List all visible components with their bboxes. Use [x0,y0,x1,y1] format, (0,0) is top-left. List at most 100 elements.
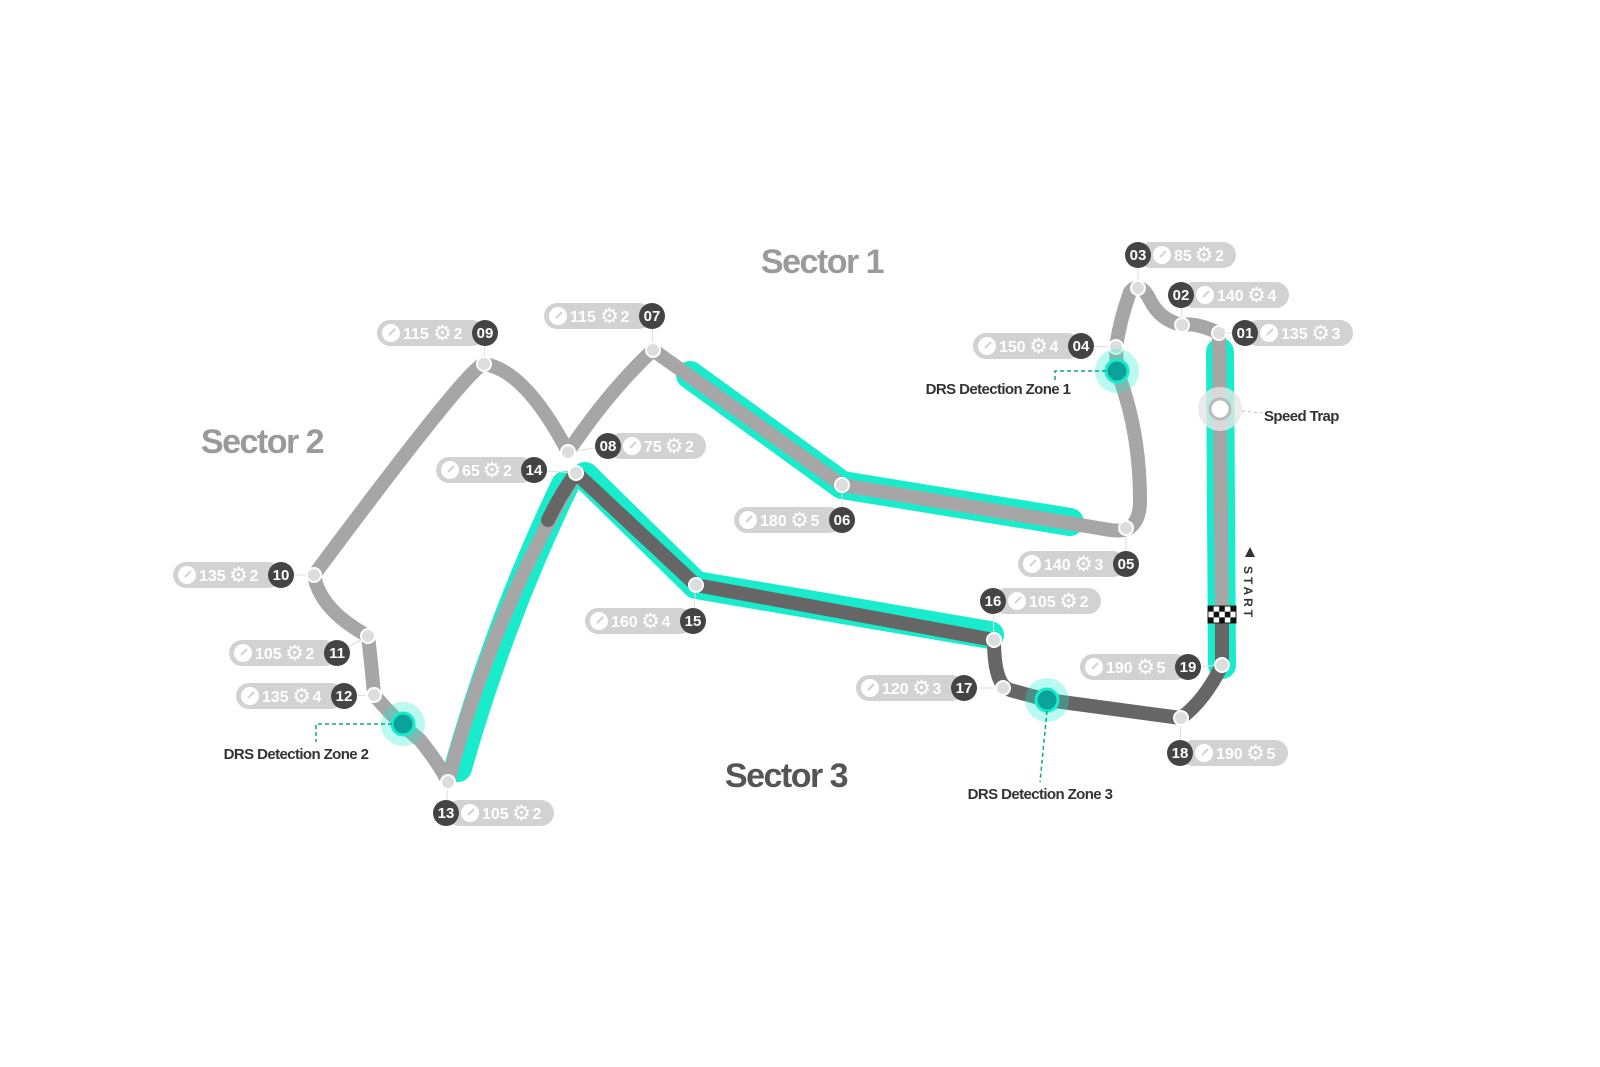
turn-number: 10 [273,567,290,584]
turn-info-pill [377,320,485,346]
track-layer [307,280,1229,789]
turn-number: 12 [336,688,353,705]
gear-icon: ⚙ [1247,283,1266,307]
turn-number: 16 [985,593,1002,610]
turn-apex-marker [834,477,850,493]
turn-number: 05 [1118,556,1135,573]
turn-gear: 2 [685,439,694,456]
turn-13: 105⚙213 [433,774,554,826]
drs-detection-points [315,349,1139,783]
speedometer-needle [1029,559,1037,567]
turn-18: 190⚙518 [1167,710,1288,766]
gear-icon: ⚙ [665,434,684,458]
turn-speed: 65 [462,463,480,480]
turn-speed: 150 [999,339,1026,356]
turn-info-pill [436,457,534,483]
turn-speed: 135 [262,689,289,706]
turn-number-badge [680,608,706,634]
sector-2-label: Sector 2 [201,423,324,461]
turn-gear: 2 [1080,594,1089,611]
turn-apex-marker [1174,317,1190,333]
turn-apex-marker [366,687,382,703]
gear-icon: ⚙ [512,801,531,825]
drs-detection-point-3-core [1034,687,1060,713]
drs-leader-2 [315,723,392,742]
gear-icon: ⚙ [1136,655,1155,679]
turn-speed: 85 [1174,248,1192,265]
turn-number-badge [324,640,350,666]
turn-number: 18 [1172,745,1189,762]
speedometer-needle [1091,662,1099,670]
turn-number: 08 [600,438,617,455]
turn-speed: 160 [611,614,638,631]
turn-speed: 135 [1281,326,1308,343]
turn-speed: 115 [570,309,596,326]
gear-icon: ⚙ [641,609,660,633]
turn-apex-marker [360,628,376,644]
gear-icon: ⚙ [285,641,304,665]
turn-gear: 2 [250,568,259,585]
turn-number-badge [829,507,855,533]
turn-16: 105⚙216 [980,588,1101,648]
turn-info-pill [1080,654,1188,680]
turn-speed: 140 [1217,288,1244,305]
turn-number-badge [639,303,665,329]
turn-gear: 4 [662,614,671,631]
turn-number-badge [1113,551,1139,577]
turn-15: 160⚙4 15 [585,577,706,634]
turn-number-badge [980,588,1006,614]
turn-gear: 2 [621,309,630,326]
gear-icon: ⚙ [1311,321,1330,345]
turn-number-badge [951,675,977,701]
turn-number-badge [433,800,459,826]
turn-number: 14 [526,462,543,479]
start-arrow-icon [1245,547,1255,557]
turn-speed: 135 [199,568,226,585]
drs-leader-3 [1039,710,1048,783]
turn-number-badge [1068,333,1094,359]
gear-icon: ⚙ [790,508,809,532]
turn-02: 140⚙402 [1168,282,1289,333]
turn-info-pill [585,608,693,634]
turn-number: 15 [685,613,702,630]
turn-number-badge [472,320,498,346]
turn-number-badge [595,433,621,459]
checkered-flag-icon [1207,605,1237,624]
turn-speed: 105 [255,646,282,663]
turn-gear: 4 [1050,339,1059,356]
speedometer-needle [867,683,875,691]
turn-gear: 2 [533,806,542,823]
turn-info-pill [1018,551,1126,577]
turn-apex-marker [995,680,1011,696]
turn-number: 06 [834,512,851,529]
turn-number: 07 [644,308,661,325]
turn-gear: 2 [306,646,315,663]
gear-icon: ⚙ [1195,243,1214,267]
speedometer-needle [745,515,753,523]
speed-trap: Speed Trap [1198,387,1340,431]
turn-apex-marker [1130,280,1146,296]
speedometer-needle [467,808,475,816]
turn-apex-marker [306,567,322,583]
turn-speed: 190 [1216,746,1243,763]
gear-icon: ⚙ [1246,741,1265,765]
turn-number-badge [1232,320,1258,346]
speedometer-needle [596,616,604,624]
turn-gear: 5 [1157,660,1166,677]
turn-number: 09 [477,325,494,342]
speed-trap-label: Speed Trap [1264,408,1339,425]
speed-trap-leader [1241,410,1263,414]
turn-number: 02 [1173,287,1190,304]
turn-gear: 2 [1215,248,1224,265]
turn-apex-marker [568,465,584,481]
turn-info-pill [734,507,842,533]
